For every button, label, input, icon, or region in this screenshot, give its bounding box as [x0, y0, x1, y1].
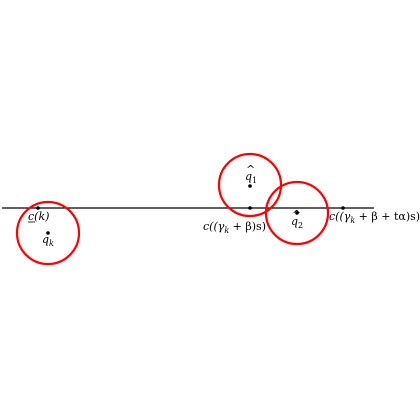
label-c-k: c(k)	[28, 210, 49, 223]
circle-around-q2-hat	[264, 180, 330, 246]
point-c-k	[36, 206, 40, 210]
point-c-gamma-beta	[248, 206, 252, 210]
hat-q2: ^	[292, 208, 301, 221]
label-q-k: qk	[42, 233, 54, 248]
circle-around-q1-hat	[217, 152, 283, 218]
point-q-k	[46, 231, 50, 235]
label-q2-hat: q2	[291, 215, 303, 230]
point-q2-hat	[295, 211, 299, 215]
label-c-gamma-beta-talpha: c((γk + β + tα)s)	[329, 210, 420, 225]
label-c-gamma-beta: c((γk + β)s)	[203, 220, 266, 235]
point-c-gamma-beta-talpha	[341, 206, 345, 210]
label-q1-hat: q1	[245, 170, 257, 185]
circle-around-q-k	[15, 200, 81, 266]
hat-q1: ^	[246, 163, 255, 176]
point-q1-hat	[248, 184, 252, 188]
